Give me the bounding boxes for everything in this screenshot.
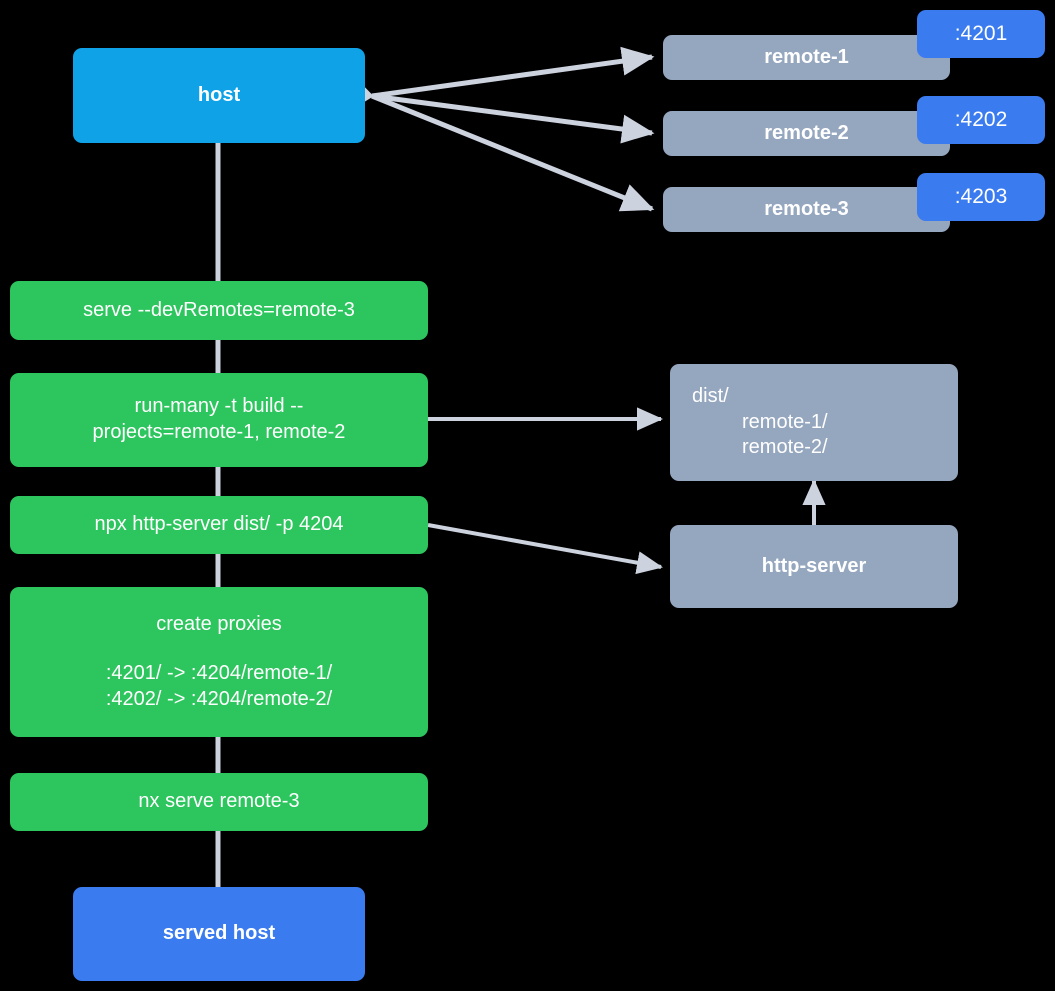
node-remote-1[interactable]: remote-1	[663, 35, 950, 80]
node-command-run-many-label-line-1: run-many -t build --	[134, 395, 304, 418]
node-command-nx-serve-remote-3[interactable]: nx serve remote-3	[10, 773, 428, 831]
node-host-label: host	[197, 83, 241, 106]
node-dist-folder-line-3: remote-2/	[742, 436, 828, 459]
node-remote-1-label: remote-1	[764, 45, 849, 68]
port-badge-remote-1-label: :4201	[954, 21, 1008, 45]
node-command-create-proxies-title: create proxies	[156, 612, 282, 635]
node-command-create-proxies[interactable]: create proxies :4201/ -> :4204/remote-1/…	[10, 587, 428, 737]
node-dist-folder-line-1: dist/	[692, 385, 729, 408]
node-dist-folder-lines: dist/ remote-1/ remote-2/	[670, 384, 828, 461]
node-http-server-label: http-server	[761, 554, 867, 577]
node-command-create-proxies-mapping-1: :4201/ -> :4204/remote-1/	[105, 662, 333, 685]
port-badge-remote-3: :4203	[917, 173, 1045, 221]
node-host[interactable]: host	[73, 48, 365, 143]
node-served-host-label: served host	[162, 922, 276, 945]
edge-host-remote-2	[340, 77, 655, 144]
port-badge-remote-2: :4202	[917, 96, 1045, 144]
edge-host-remote-1	[340, 46, 655, 115]
node-dist-folder-line-2: remote-1/	[742, 410, 828, 433]
edge-npx-to-httpserver	[427, 523, 663, 575]
node-remote-2-label: remote-2	[764, 121, 849, 144]
port-badge-remote-1: :4201	[917, 10, 1045, 58]
node-http-server[interactable]: http-server	[670, 525, 958, 608]
port-badge-remote-3-label: :4203	[954, 184, 1008, 208]
node-command-serve[interactable]: serve --devRemotes=remote-3	[10, 281, 428, 340]
edge-host-remote-3	[338, 71, 655, 212]
node-command-nx-serve-remote-3-label: nx serve remote-3	[138, 790, 300, 813]
node-command-npx-http-server-label: npx http-server dist/ -p 4204	[94, 513, 344, 536]
node-command-npx-http-server[interactable]: npx http-server dist/ -p 4204	[10, 496, 428, 554]
node-remote-2[interactable]: remote-2	[663, 111, 950, 156]
node-command-serve-label: serve --devRemotes=remote-3	[83, 298, 355, 321]
node-command-run-many-label-line-2: projects=remote-1, remote-2	[92, 421, 346, 443]
node-remote-3-label: remote-3	[764, 197, 849, 220]
node-dist-folder[interactable]: dist/ remote-1/ remote-2/	[670, 364, 958, 481]
node-served-host[interactable]: served host	[73, 887, 365, 981]
port-badge-remote-2-label: :4202	[954, 107, 1008, 131]
node-command-run-many[interactable]: run-many -t build -- projects=remote-1, …	[10, 373, 428, 467]
node-remote-3[interactable]: remote-3	[663, 187, 950, 232]
node-command-create-proxies-mapping-2: :4202/ -> :4204/remote-2/	[105, 687, 333, 710]
